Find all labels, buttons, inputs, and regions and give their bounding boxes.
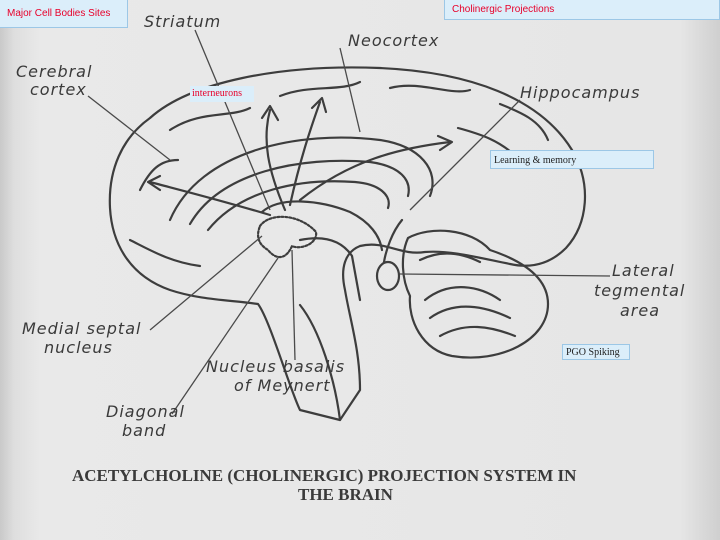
label-diagonal-line2: band bbox=[122, 421, 166, 440]
label-lateral-line3: area bbox=[620, 301, 660, 320]
overlay-cholinergic-projections-label: Cholinergic Projections bbox=[444, 0, 720, 20]
label-lateral-line2: tegmental bbox=[594, 281, 685, 300]
overlay-major-cell-bodies-label: Major Cell Bodies Sites bbox=[0, 0, 128, 28]
lateral-tegmental-nucleus bbox=[375, 260, 401, 292]
caption-line2: THE BRAIN bbox=[298, 485, 394, 504]
label-neocortex: Neocortex bbox=[348, 31, 439, 50]
caption-line1: ACETYLCHOLINE (CHOLINERGIC) PROJECTION S… bbox=[72, 466, 577, 485]
cerebellum bbox=[401, 229, 550, 359]
label-nucleus-basalis-line1: Nucleus basalis bbox=[206, 357, 345, 376]
label-lateral-line1: Lateral bbox=[612, 261, 675, 280]
label-striatum: Striatum bbox=[144, 12, 221, 31]
label-medial-septal-line2: nucleus bbox=[44, 338, 113, 357]
brain-outline bbox=[108, 66, 587, 422]
label-nucleus-basalis-line2: of Meynert bbox=[234, 376, 330, 395]
label-diagonal-line1: Diagonal bbox=[106, 402, 185, 421]
overlay-pgo-spiking-label: PGO Spiking bbox=[562, 344, 630, 360]
corpus-callosum bbox=[168, 136, 434, 222]
basal-forebrain-nucleus bbox=[257, 215, 318, 259]
label-cerebral-cortex-line1: Cerebral bbox=[16, 62, 92, 81]
projection-arrow-1 bbox=[265, 108, 287, 212]
overlay-learning-memory-label: Learning & memory bbox=[490, 150, 654, 169]
label-medial-septal-line1: Medial septal bbox=[22, 319, 141, 338]
projection-arrow-4 bbox=[298, 140, 452, 202]
label-hippocampus: Hippocampus bbox=[520, 83, 640, 102]
projection-arrow-2 bbox=[288, 100, 322, 207]
label-cerebral-cortex-line2: cortex bbox=[30, 80, 87, 99]
overlay-interneurons-label: interneurons bbox=[190, 86, 254, 102]
projection-arrow-3 bbox=[148, 180, 272, 217]
